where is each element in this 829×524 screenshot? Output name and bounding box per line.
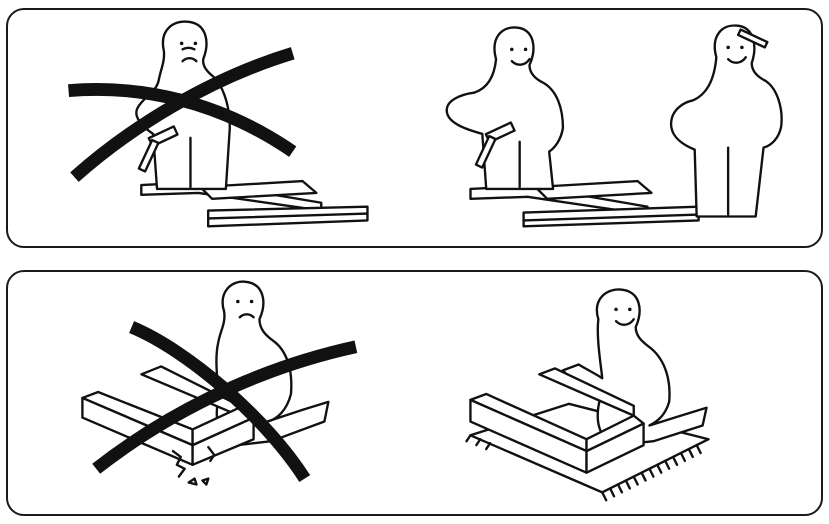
pencil-icon <box>736 28 769 49</box>
cross-mark-icon <box>68 47 297 182</box>
hammer-icon <box>474 121 516 169</box>
scene-soft-rug-recommended <box>458 272 778 514</box>
hammer-icon <box>137 125 179 173</box>
person-icon <box>445 26 565 191</box>
person-icon <box>561 288 708 447</box>
cross-mark-icon <box>92 321 358 483</box>
bottom-instruction-panel <box>6 270 823 516</box>
top-instruction-panel <box>6 8 823 248</box>
hard-floor-illustration <box>81 280 358 486</box>
frame-icon <box>469 367 645 474</box>
scene-two-people-recommended <box>428 10 808 246</box>
scene-one-person-prohibited <box>48 10 388 246</box>
person-icon <box>669 24 783 218</box>
frame-icon <box>81 365 255 486</box>
scene-hard-floor-prohibited <box>68 272 388 514</box>
one-person-illustration <box>68 20 369 228</box>
two-people-illustration <box>445 24 783 228</box>
soft-rug-illustration <box>465 288 710 502</box>
